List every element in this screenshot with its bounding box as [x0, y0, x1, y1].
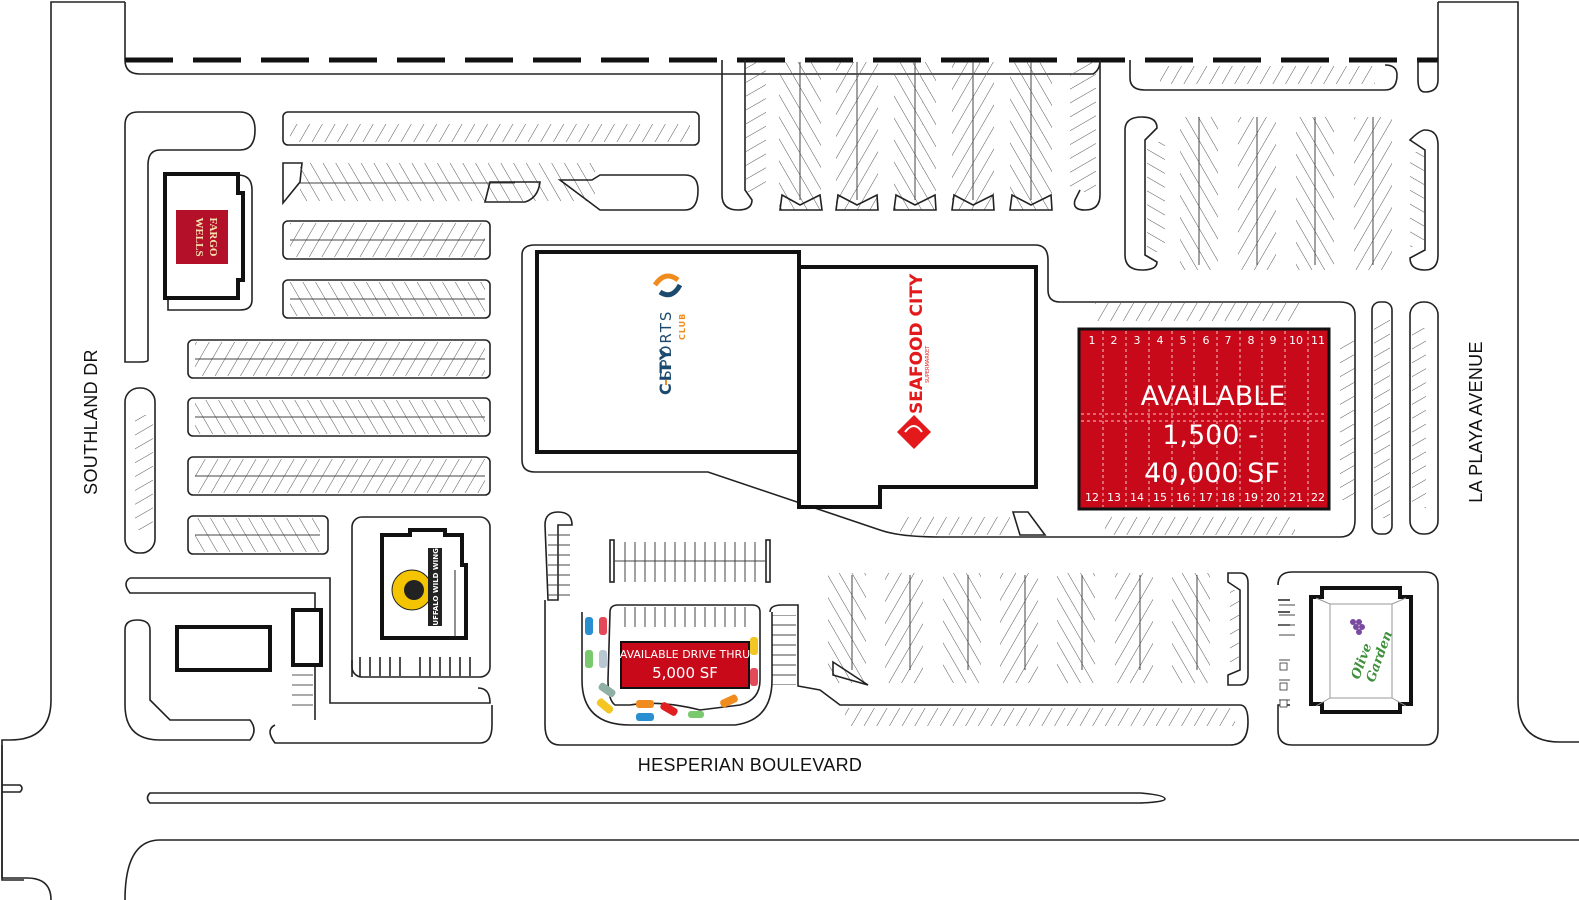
unit-5: 5: [1180, 334, 1187, 347]
olive-garden-building: Olive Garden: [1277, 571, 1439, 746]
wells-fargo-logo: [176, 210, 228, 264]
wells-fargo-building: WELLS FARGO: [163, 172, 253, 311]
drive-thru-available-box[interactable]: [620, 641, 750, 689]
unit-7: 7: [1225, 334, 1232, 347]
seafood-city-logo: SEAFOOD CITY SUPERMARKET: [897, 273, 931, 449]
main-building-lot: [521, 244, 1356, 538]
unit-3: 3: [1134, 334, 1141, 347]
wells-fargo-line2: FARGO: [207, 218, 219, 257]
east-parking: [1371, 301, 1439, 535]
drive-thru-pad: AVAILABLE DRIVE THRU 5,000 SF: [581, 604, 773, 726]
available-label: AVAILABLE: [1141, 381, 1286, 412]
csc-sports-text: SPORTS: [657, 310, 675, 380]
unit-14: 14: [1130, 491, 1144, 504]
buffalo-wild-wings-building: BUFFALO WILD WINGS: [351, 516, 491, 678]
csc-club-text: CLUB: [678, 313, 687, 340]
unit-16: 16: [1176, 491, 1190, 504]
available-size-min: 1,500 -: [1162, 420, 1258, 451]
unit-15: 15: [1153, 491, 1167, 504]
unit-10: 10: [1289, 334, 1303, 347]
csc-city-text: CITY: [656, 347, 675, 395]
west-parking: [124, 111, 700, 555]
unit-21: 21: [1289, 491, 1303, 504]
unit-12: 12: [1085, 491, 1099, 504]
south-parking: [544, 511, 1249, 746]
street-label-la-playa-avenue: LA PLAYA AVENUE: [1466, 341, 1486, 503]
drive-thru-size: 5,000 SF: [652, 664, 718, 682]
unit-2: 2: [1111, 334, 1118, 347]
city-sports-club-building: CITY SPORTS CLUB: [535, 250, 801, 454]
wells-fargo-line1: WELLS: [193, 217, 205, 256]
unit-4: 4: [1157, 334, 1164, 347]
available-size-max: 40,000 SF: [1144, 458, 1280, 489]
seafood-city-building: SEAFOOD CITY SUPERMARKET: [797, 265, 1038, 509]
city-sports-club-logo: CITY SPORTS CLUB: [652, 273, 687, 395]
unit-18: 18: [1221, 491, 1235, 504]
bww-name: BUFFALO WILD WINGS: [432, 543, 440, 631]
drive-thru-label: AVAILABLE DRIVE THRU: [620, 648, 750, 661]
unit-22: 22: [1311, 491, 1325, 504]
street-label-hesperian-boulevard: HESPERIAN BOULEVARD: [638, 755, 862, 775]
unit-1: 1: [1089, 334, 1096, 347]
unit-20: 20: [1266, 491, 1280, 504]
north-parking: [721, 60, 1101, 211]
southwest-pads: [124, 577, 493, 744]
unit-9: 9: [1270, 334, 1277, 347]
unit-13: 13: [1107, 491, 1121, 504]
seafood-city-subtitle: SUPERMARKET: [925, 345, 931, 383]
northeast-parking: [1124, 60, 1439, 271]
street-label-southland-dr: SOUTHLAND DR: [81, 349, 101, 495]
unit-19: 19: [1244, 491, 1258, 504]
unit-17: 17: [1199, 491, 1213, 504]
unit-11: 11: [1311, 334, 1325, 347]
drive-thru-cars: [585, 617, 758, 721]
unit-8: 8: [1248, 334, 1255, 347]
seafood-city-name: SEAFOOD CITY: [907, 273, 927, 414]
unit-6: 6: [1203, 334, 1210, 347]
available-space-block[interactable]: 1 2 3 4 5 6 7 8 9 10 11 12 13 14 15 16 1…: [1077, 327, 1331, 511]
road-median: [146, 792, 1166, 804]
